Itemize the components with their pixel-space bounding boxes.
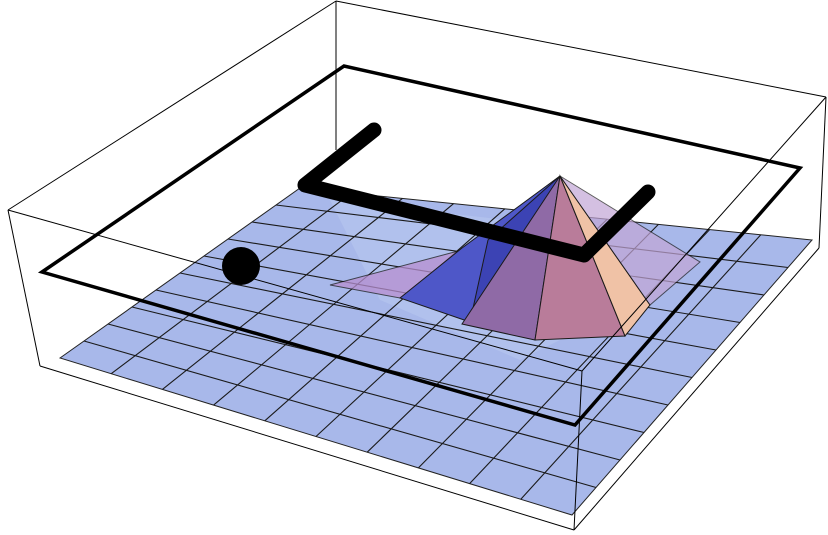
grid-line-v <box>179 272 693 379</box>
path-trajectory <box>297 122 656 263</box>
bounding-box-back <box>7 0 827 211</box>
surface-peak <box>329 174 701 341</box>
box-back-top-left-edge <box>7 0 337 211</box>
floor-surface <box>58 187 814 516</box>
box-bottom-left-edge <box>39 365 575 531</box>
box-front-left-vertical-edge <box>7 209 41 367</box>
box-bottom-right-edge <box>573 247 820 531</box>
box-front-top-right-edge <box>581 96 827 372</box>
box-front-top-left-edge <box>7 209 583 372</box>
box-front-right-vertical-edge <box>818 96 827 249</box>
box-front-vertical-edge <box>573 370 583 531</box>
bounding-box-front <box>7 96 827 531</box>
marker-dot <box>222 247 260 285</box>
box-back-top-right-edge <box>335 0 827 98</box>
inner-frame <box>37 64 804 427</box>
grid-line-u <box>520 234 762 500</box>
